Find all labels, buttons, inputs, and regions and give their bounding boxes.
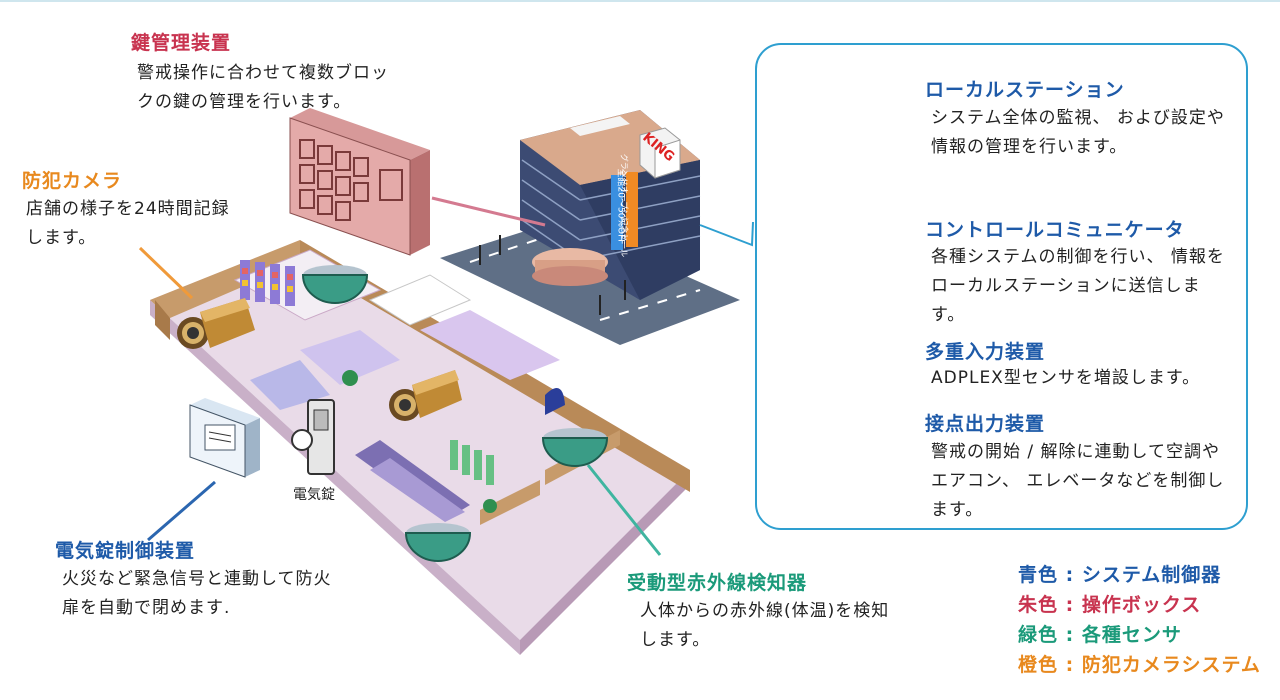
electric-lock bbox=[291, 399, 335, 475]
electric-lock-controller bbox=[189, 398, 260, 478]
camera-title: 防犯カメラ bbox=[22, 170, 123, 192]
ir-sensor-title: 受動型赤外線検知器 bbox=[627, 572, 808, 594]
top-border-line bbox=[0, 0, 1280, 2]
contact-output-title: 接点出力装置 bbox=[925, 413, 1046, 435]
electric-lock-label: 電気錠 bbox=[293, 487, 335, 503]
control-communicator-title: コントロールコミュニケータ bbox=[925, 219, 1185, 241]
key-manager-pointer bbox=[431, 196, 546, 227]
key-manager-title: 鍵管理装置 bbox=[131, 32, 232, 54]
system-controller-panel bbox=[755, 43, 1248, 530]
ir-sensor-dome-1 bbox=[301, 265, 369, 304]
security-camera-left bbox=[177, 298, 255, 349]
control-communicator-desc: 各種システムの制御を行い、 情報をローカルステーションに送信します。 bbox=[931, 247, 1225, 325]
camera-desc: 店舗の様子を24時間記録します。 bbox=[26, 199, 230, 248]
key-management-device bbox=[289, 108, 430, 256]
lock-controller-title: 電気錠制御装置 bbox=[55, 540, 196, 562]
local-station-title: ローカルステーション bbox=[925, 79, 1125, 101]
building-sign-sale: グランドオープン記念セール bbox=[619, 153, 629, 258]
ir-sensor-dome-3 bbox=[404, 523, 472, 562]
shopping-mall-building bbox=[440, 110, 740, 345]
legend-orange: 橙色 : 防犯カメラシステム bbox=[1018, 654, 1261, 676]
legend-blue: 青色 : システム制御器 bbox=[1018, 564, 1222, 586]
lock-controller-pointer bbox=[147, 480, 216, 542]
legend-red: 朱色 : 操作ボックス bbox=[1018, 594, 1202, 616]
ir-sensor-desc: 人体からの赤外線(体温)を検知します。 bbox=[640, 601, 890, 650]
contact-output-desc: 警戒の開始 / 解除に連動して空調やエアコン、 エレベータなどを制御します。 bbox=[931, 442, 1225, 520]
lock-controller-desc: 火災など緊急信号と連動して防火扉を自動で閉めます. bbox=[62, 569, 332, 618]
local-station-desc: システム全体の監視、 および設定や情報の管理を行います。 bbox=[931, 108, 1225, 157]
legend-green: 緑色 : 各種センサ bbox=[1018, 624, 1182, 646]
multiplex-input-desc: ADPLEX型センサを増設します。 bbox=[931, 368, 1201, 388]
security-camera-center bbox=[389, 370, 462, 421]
ir-sensor-dome-2 bbox=[541, 428, 609, 467]
camera-pointer bbox=[138, 246, 194, 300]
ir-sensor-pointer bbox=[586, 464, 662, 556]
key-manager-desc: 警戒操作に合わせて複数ブロックの鍵の管理を行います。 bbox=[137, 63, 389, 112]
multiplex-input-title: 多重入力装置 bbox=[925, 341, 1046, 363]
panel-pointer bbox=[699, 221, 754, 247]
